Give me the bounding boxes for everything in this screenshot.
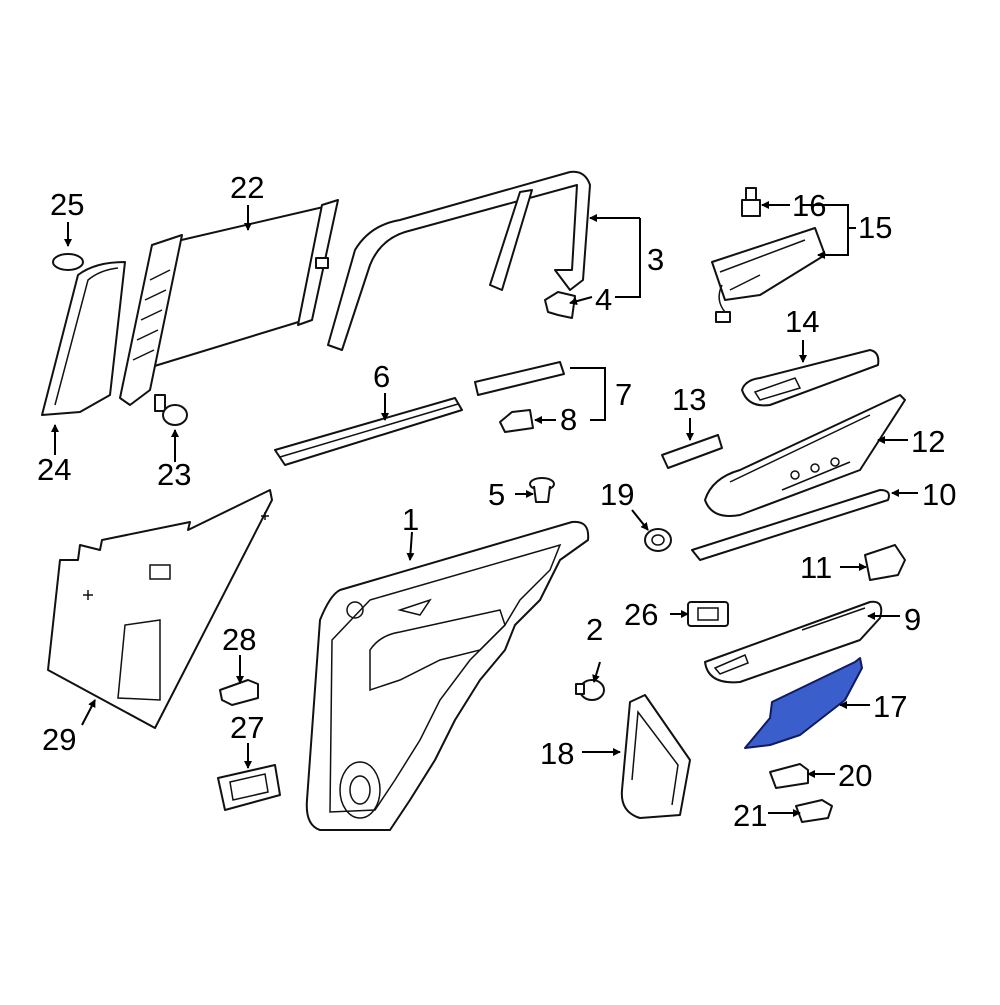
part-27-switch-housing[interactable] <box>217 764 281 811</box>
part-14-upper-trim[interactable] <box>741 349 880 407</box>
callout-18: 18 <box>540 736 574 771</box>
part-5-pin[interactable] <box>529 477 555 503</box>
callout-28: 28 <box>222 622 256 657</box>
part-19-grommet[interactable] <box>644 528 672 552</box>
part-4-clip[interactable] <box>544 291 576 319</box>
part-2-screw[interactable] <box>575 679 605 701</box>
part-6-beltline-strip[interactable] <box>274 397 463 466</box>
part-20-clip[interactable] <box>769 763 809 789</box>
callout-2: 2 <box>586 612 603 647</box>
part-22-sunshade[interactable] <box>119 199 339 406</box>
callout-27: 27 <box>230 710 264 745</box>
callout-26: 26 <box>624 597 658 632</box>
callout-24: 24 <box>37 452 71 487</box>
part-7-strip[interactable] <box>474 361 565 396</box>
part-11-clip[interactable] <box>864 544 906 581</box>
part-17-pull-cup[interactable] <box>744 657 863 749</box>
callout-11: 11 <box>800 550 832 585</box>
part-21-clip[interactable] <box>795 799 833 823</box>
part-28-clip[interactable] <box>219 679 259 706</box>
part-10-trim-strip[interactable] <box>691 489 890 561</box>
callout-6: 6 <box>373 359 390 394</box>
callout-13: 13 <box>672 382 706 417</box>
part-29-sound-barrier[interactable] <box>47 489 273 729</box>
part-13-trim[interactable] <box>661 434 723 469</box>
callout-15: 15 <box>858 210 892 245</box>
part-9-armrest[interactable] <box>704 600 883 684</box>
callout-12: 12 <box>911 424 945 459</box>
callout-17: 17 <box>873 689 907 724</box>
part-16-bulb[interactable] <box>741 187 761 217</box>
callout-labels: 1 2 3 4 5 6 7 8 9 10 11 12 13 14 15 16 1… <box>37 170 956 833</box>
callout-20: 20 <box>838 758 872 793</box>
callout-21: 21 <box>733 798 767 833</box>
part-18-speaker-cover[interactable] <box>620 694 691 819</box>
callout-8: 8 <box>560 402 577 437</box>
callout-9: 9 <box>904 602 921 637</box>
part-26-switch[interactable] <box>687 601 729 627</box>
part-1-door-panel[interactable] <box>305 520 590 831</box>
callout-4: 4 <box>595 282 612 317</box>
callout-7: 7 <box>615 377 632 412</box>
callout-23: 23 <box>157 457 191 492</box>
part-3-frame-seal[interactable] <box>327 170 591 351</box>
callout-14: 14 <box>785 304 819 339</box>
part-23-fastener[interactable] <box>154 394 188 426</box>
leader-lines <box>51 201 918 817</box>
callout-1: 1 <box>402 502 419 537</box>
part-25-cap[interactable] <box>52 253 84 271</box>
part-15-handle-assembly[interactable] <box>711 227 826 323</box>
callout-3: 3 <box>647 242 664 277</box>
part-24-pillar-trim[interactable] <box>41 261 126 416</box>
callout-29: 29 <box>42 722 76 757</box>
callout-22: 22 <box>230 170 264 205</box>
callout-5: 5 <box>488 477 505 512</box>
callout-10: 10 <box>922 477 956 512</box>
callout-19: 19 <box>600 477 634 512</box>
part-8-clip[interactable] <box>499 409 534 433</box>
part-12-armrest-base[interactable] <box>704 394 906 517</box>
callout-25: 25 <box>50 187 84 222</box>
callout-16: 16 <box>792 188 826 223</box>
